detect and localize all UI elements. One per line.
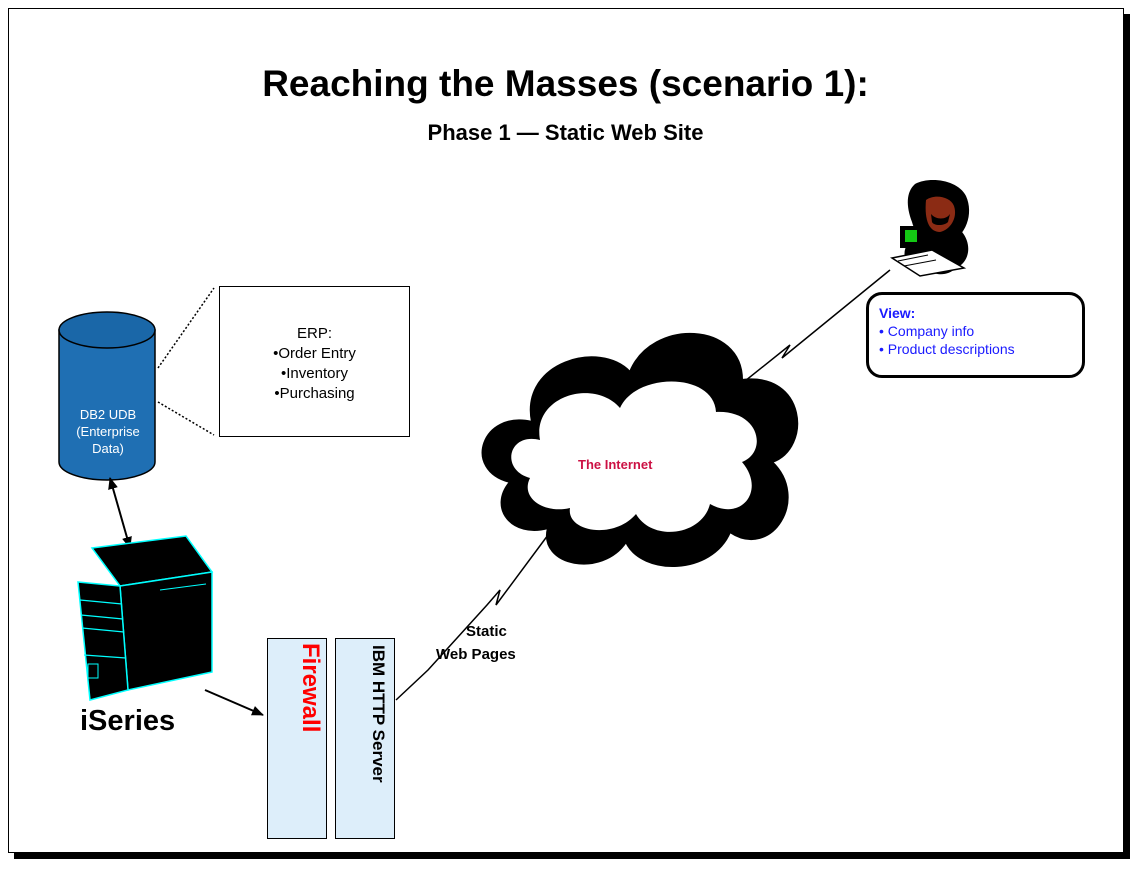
frame-shadow-right <box>1124 14 1130 859</box>
erp-item-purchasing: •Purchasing <box>274 385 355 402</box>
erp-heading: ERP: <box>296 325 332 342</box>
server-firewall-arrow <box>204 689 264 716</box>
slide-title: Reaching the Masses (scenario 1): <box>262 63 869 104</box>
database-label-line: Data) <box>92 441 124 456</box>
slide-frame <box>8 8 1124 853</box>
internet-label: The Internet <box>578 457 653 472</box>
erp-item-order-entry: •Order Entry <box>273 345 356 362</box>
iseries-label: iSeries <box>80 705 176 737</box>
firewall-box: Firewall <box>267 638 327 839</box>
static-pages-line2: Web Pages <box>436 646 516 663</box>
lightning-link-icon <box>395 534 549 701</box>
http-server-label: IBM HTTP Server <box>369 645 388 783</box>
server-icon <box>77 535 214 701</box>
frame-shadow-bottom <box>14 853 1130 859</box>
slide-subtitle: Phase 1 — Static Web Site <box>427 120 704 145</box>
database-label-line: DB2 UDB <box>79 407 137 422</box>
user-at-computer-icon <box>890 180 970 277</box>
firewall-label: Firewall <box>297 643 324 733</box>
erp-item-inventory: •Inventory <box>281 365 348 382</box>
view-item-company-info: • Company info <box>879 323 975 339</box>
view-heading: View: <box>879 305 916 321</box>
database-label-line: (Enterprise <box>76 424 140 439</box>
view-box: View: • Company info • Product descripti… <box>866 292 1085 378</box>
erp-callout: ERP: •Order Entry •Inventory •Purchasing <box>219 286 410 437</box>
database-label: DB2 UDB (Enterprise Data) <box>60 406 156 457</box>
static-pages-line1: Static <box>466 623 507 640</box>
view-item-product-descriptions: • Product descriptions <box>879 341 1015 357</box>
db-server-arrow <box>108 477 132 549</box>
user-link-line <box>739 269 891 386</box>
static-pages-label: Static Web Pages <box>436 620 556 666</box>
callout-lines <box>157 287 215 436</box>
cloud-icon <box>481 332 799 568</box>
http-server-box: IBM HTTP Server <box>335 638 395 839</box>
